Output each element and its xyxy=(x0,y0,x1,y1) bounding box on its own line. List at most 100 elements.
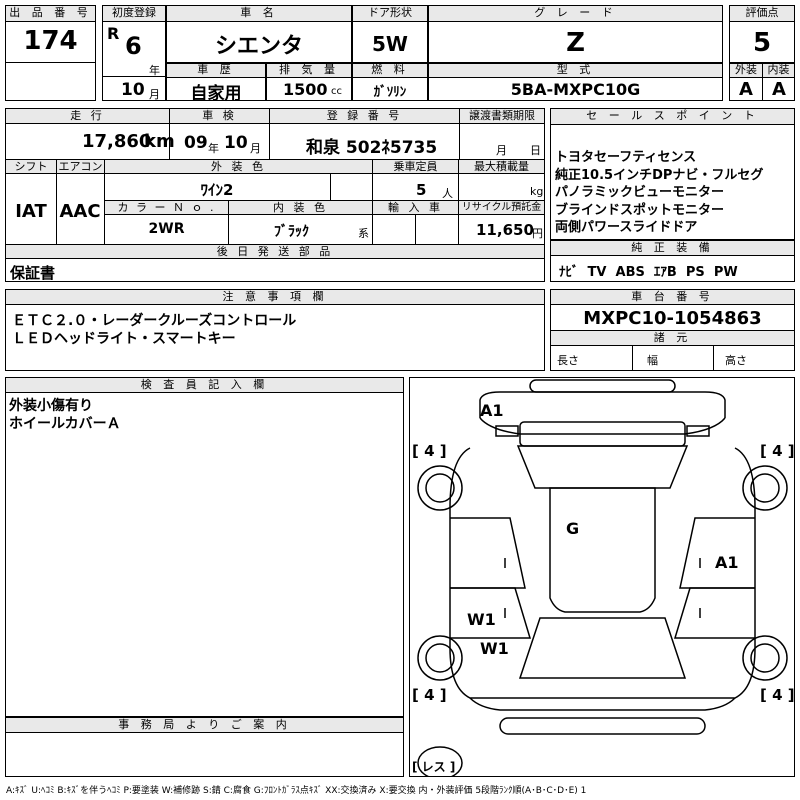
lot-number-label: 出 品 番 号 xyxy=(6,6,95,22)
interior-color: ﾌﾞﾗｯｸ xyxy=(274,224,309,240)
year-unit: 年 xyxy=(149,64,160,77)
registration-number: 和泉 502ﾈ5735 xyxy=(306,138,438,158)
inspector-line-1: 外装小傷有り xyxy=(9,398,93,414)
model-label: 型 式 xyxy=(429,64,722,78)
sales-point-item: ブラインドスポットモニター xyxy=(555,202,725,218)
displacement: 1500 xyxy=(283,80,328,99)
legend: A:ｷｽﾞ U:ﾍｺﾐ B:ｷｽﾞを伴うﾍｺﾐ P:要塗装 W:補修跡 S:錆 … xyxy=(6,786,587,796)
mark-left-rear-fender: W1 xyxy=(480,639,509,658)
recycle-label: リサイクル預託金 xyxy=(458,201,544,215)
later-parts: 保証書 xyxy=(10,264,56,282)
history-label: 車 歴 xyxy=(167,64,265,78)
equipment-label: 純 正 装 備 xyxy=(551,241,794,256)
shift: IAT xyxy=(15,201,47,222)
transfer-month: 月 xyxy=(496,144,507,157)
model: 5BA-MXPC10G xyxy=(510,80,641,99)
specs-label: 諸 元 xyxy=(551,331,794,346)
note-line-2: ＬＥＤヘッドライト・スマートキー xyxy=(12,331,236,347)
notes-label: 注 意 事 項 欄 xyxy=(6,290,544,305)
spec-width-label: 幅 xyxy=(647,354,658,367)
import-label: 輸 入 車 xyxy=(372,201,458,215)
chassis-number: MXPC10-1054863 xyxy=(583,308,762,329)
exterior-interior-box: 外装 内装 A A xyxy=(729,63,795,101)
interior-grade: A xyxy=(772,79,786,100)
car-diagram-box: [ 4 ] [ 4 ] [ 4 ] [ 4 ] [ レス ] A1 G A1 W… xyxy=(409,377,795,777)
shift-label: シフト xyxy=(6,160,56,174)
note-line-1: ＥＴＣ２.０・レーダークルーズコントロール xyxy=(12,313,297,329)
mileage-label: 走 行 xyxy=(6,109,169,124)
color-number-label: カ ラ ー Ｎ ｏ . xyxy=(105,201,228,215)
chassis-box: 車 台 番 号 MXPC10-1054863 諸 元 長さ 幅 高さ xyxy=(550,289,795,371)
displacement-label: 排 気 量 xyxy=(267,64,351,78)
grade-box: グ レ ー ド Z xyxy=(428,5,723,63)
history: 自家用 xyxy=(190,84,242,104)
exterior-grade: A xyxy=(739,79,753,100)
score-box: 評価点 5 xyxy=(729,5,795,63)
spec-height-label: 高さ xyxy=(725,354,747,367)
car-diagram: [ 4 ] [ 4 ] [ 4 ] [ 4 ] [ レス ] A1 G A1 W… xyxy=(412,379,794,776)
mark-roof: G xyxy=(566,519,579,538)
car-name-label: 車 名 xyxy=(167,6,351,22)
inspector-label: 検 査 員 記 入 欄 xyxy=(6,378,403,393)
inspection-year: 09 xyxy=(184,133,208,153)
inspector-line-2: ホイールカバーＡ xyxy=(9,416,121,432)
inspection-month: 10 xyxy=(224,133,248,153)
chassis-label: 車 台 番 号 xyxy=(551,290,794,305)
lot-number-box: 出 品 番 号 174 xyxy=(5,5,96,101)
sales-points-label: セ ー ル ス ポ イ ン ト xyxy=(551,109,794,125)
notes-box: 注 意 事 項 欄 ＥＴＣ２.０・レーダークルーズコントロール ＬＥＤヘッドライ… xyxy=(5,289,545,371)
interior-label: 内装 xyxy=(762,64,794,78)
mileage-unit: km xyxy=(144,131,175,152)
spare-tire: [ レス ] xyxy=(412,760,455,774)
displacement-unit: cc xyxy=(331,86,342,97)
tire-front-left: [ 4 ] xyxy=(412,442,447,460)
transfer-day: 日 xyxy=(530,144,541,157)
score: 5 xyxy=(752,28,772,58)
first-registration-box: 初度登録 R 6 年 10 月 xyxy=(102,5,166,101)
sales-points-list: トヨタセーフティセンス純正10.5インチDPナビ・フルセグパノラミックビューモニ… xyxy=(555,149,763,237)
registration-month: 10 xyxy=(121,80,145,100)
aircon-label: エアコン xyxy=(56,160,104,174)
inspection-month-unit: 月 xyxy=(250,142,261,155)
score-label: 評価点 xyxy=(730,6,794,22)
door-box: ドア形状 5W xyxy=(352,5,428,63)
sales-point-item: 両側パワースライドドア xyxy=(555,220,698,235)
exterior-color: ﾜｲﾝ2 xyxy=(200,181,234,199)
fuel-label: 燃 料 xyxy=(353,64,427,78)
sales-point-item: パノラミックビューモニター xyxy=(555,185,725,200)
mark-right-door: A1 xyxy=(715,553,739,572)
equipment: ﾅﾋﾞ TV ABS ｴｱB PS PW xyxy=(559,265,738,280)
fuel: ｶﾞｿﾘﾝ xyxy=(373,85,407,100)
lot-number: 174 xyxy=(23,26,78,56)
later-parts-label: 後 日 発 送 部 品 xyxy=(6,245,544,259)
max-load-unit: kg xyxy=(530,185,544,198)
model-box: 型 式 5BA-MXPC10G xyxy=(428,63,723,101)
car-name: シエンタ xyxy=(214,34,303,59)
history-box: 車 歴 自家用 xyxy=(166,63,266,104)
color-number: 2WR xyxy=(148,221,185,237)
mark-left-rear-door: W1 xyxy=(467,610,496,629)
office-label: 事 務 局 よ り ご 案 内 xyxy=(6,718,403,733)
fuel-box: 燃 料 ｶﾞｿﾘﾝ xyxy=(352,63,428,101)
month-unit: 月 xyxy=(149,88,160,101)
recycle-unit: 円 xyxy=(532,227,543,240)
office-box: 事 務 局 よ り ご 案 内 xyxy=(5,717,404,777)
era-prefix: R xyxy=(107,24,120,43)
registration-number-label: 登 録 番 号 xyxy=(269,109,459,124)
spec-length-label: 長さ xyxy=(557,354,579,367)
interior-color-label: 内 装 色 xyxy=(228,201,372,215)
capacity-label: 乗車定員 xyxy=(372,160,458,174)
grade: Z xyxy=(566,28,585,58)
equipment-box: 純 正 装 備 ﾅﾋﾞ TV ABS ｴｱB PS PW xyxy=(550,240,795,282)
first-registration-label: 初度登録 xyxy=(103,6,165,22)
capacity-unit: 人 xyxy=(442,187,453,200)
sales-point-item: 純正10.5インチDPナビ・フルセグ xyxy=(555,167,764,183)
recycle-fee: 11,650 xyxy=(476,221,534,239)
interior-color-unit: 系 xyxy=(358,227,369,240)
exterior-label: 外装 xyxy=(730,64,762,78)
tire-rear-right: [ 4 ] xyxy=(760,686,794,704)
transfer-deadline-label: 譲渡書類期限 xyxy=(459,109,544,124)
max-load-label: 最大積載量 xyxy=(458,160,544,174)
tire-front-right: [ 4 ] xyxy=(760,442,794,460)
exterior-color-label: 外 装 色 xyxy=(104,160,372,174)
